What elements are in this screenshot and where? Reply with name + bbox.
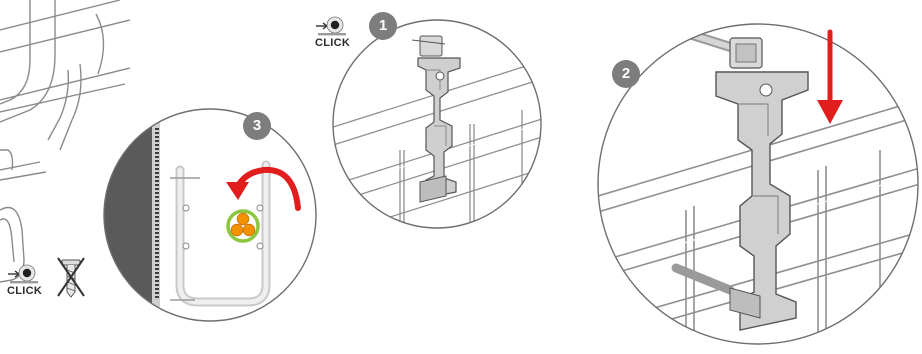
click-icon bbox=[8, 264, 38, 284]
step-badge-1 bbox=[369, 12, 397, 40]
click-label-top: CLICK bbox=[315, 37, 351, 49]
cable-bundle-icon bbox=[226, 209, 260, 243]
click-icon bbox=[316, 16, 346, 36]
no-screw-icon bbox=[57, 257, 85, 298]
step-2-detail bbox=[597, 23, 919, 345]
red-arrow-icon bbox=[226, 166, 301, 211]
step-2-number: 2 bbox=[621, 65, 631, 82]
step-1-detail bbox=[332, 19, 542, 229]
step-badge-3 bbox=[243, 112, 271, 140]
step-3-detail bbox=[103, 108, 317, 322]
red-arrow-icon bbox=[817, 29, 843, 124]
click-label-bottom: CLICK bbox=[7, 285, 43, 297]
step-badge-2 bbox=[612, 60, 640, 88]
step-3-number: 3 bbox=[252, 117, 262, 134]
step-1-number: 1 bbox=[378, 17, 388, 34]
background-wire-tray bbox=[0, 0, 131, 283]
